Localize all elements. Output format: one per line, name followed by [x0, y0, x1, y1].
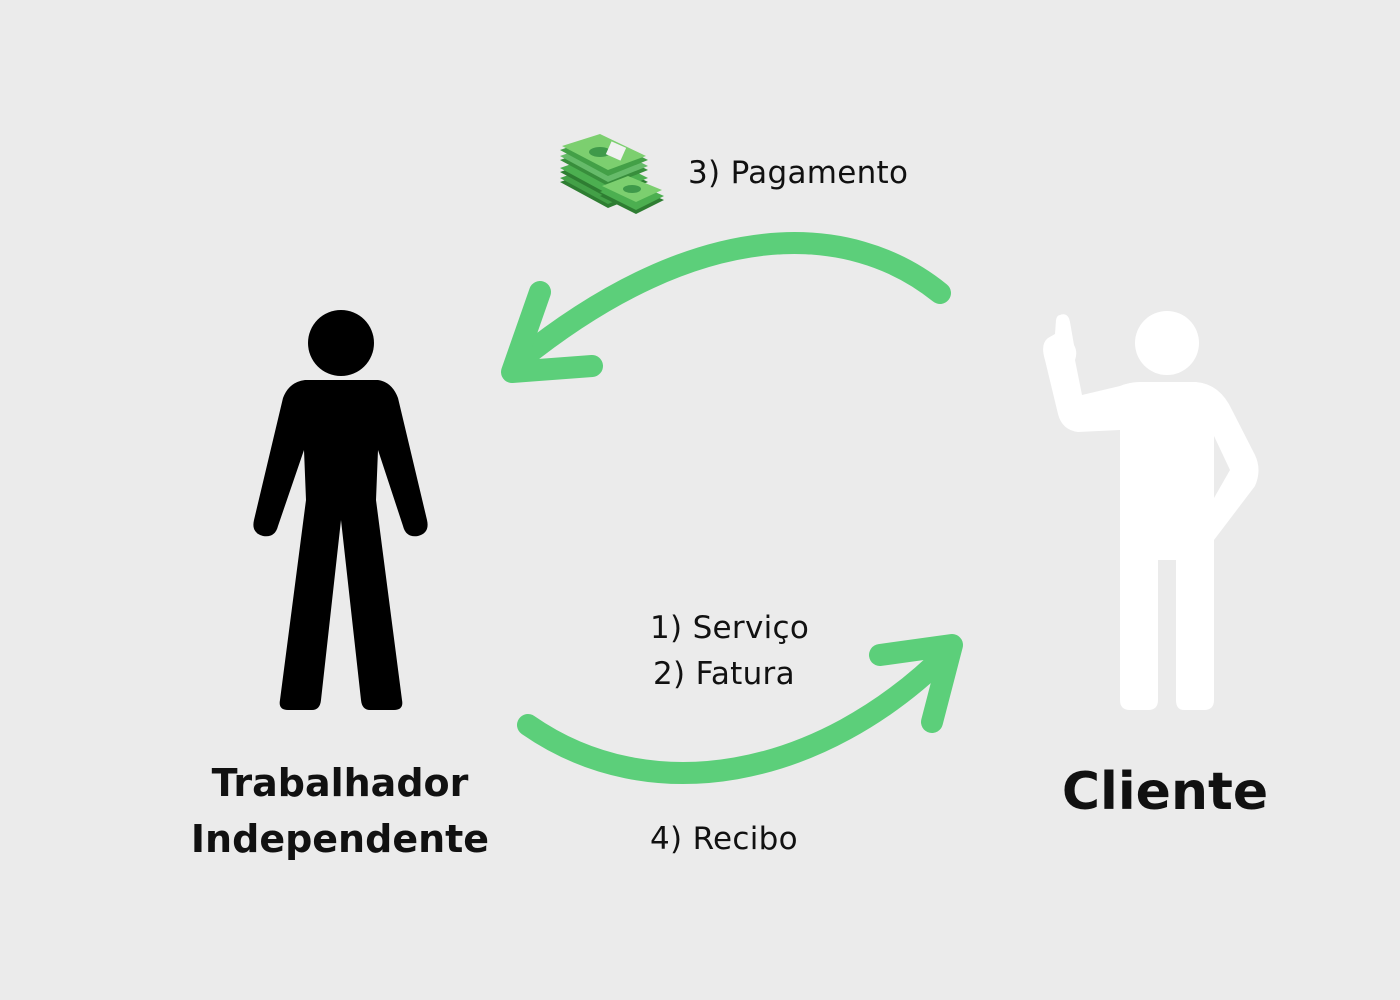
step-receipt-label: 4) Recibo: [650, 821, 798, 857]
money-stack-icon: [560, 134, 664, 214]
step-payment-label: 3) Pagamento: [688, 155, 909, 191]
person-standing-icon: [253, 310, 428, 710]
worker-label-line1: Trabalhador: [211, 761, 469, 805]
worker-label-line2: Independente: [190, 817, 490, 861]
step-invoice-label: 2) Fatura: [653, 656, 795, 692]
person-raising-hand-icon: [1043, 311, 1259, 710]
worker-label: Trabalhador Independente: [170, 755, 510, 867]
step-service-label: 1) Serviço: [650, 610, 810, 646]
client-label: Cliente: [1061, 762, 1269, 822]
curved-arrow-right-icon: [517, 634, 963, 784]
curved-arrow-left-icon: [501, 232, 951, 383]
